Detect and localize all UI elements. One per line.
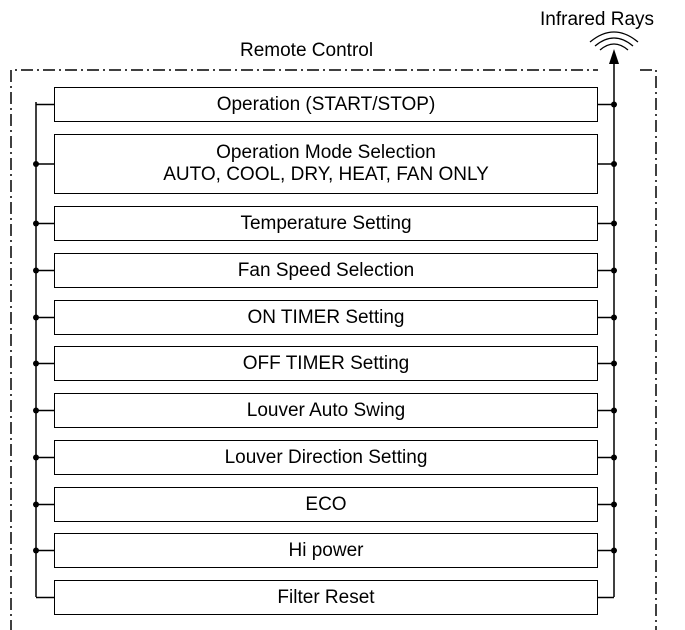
- function-box: Temperature Setting: [54, 206, 598, 241]
- left-junction-dot: [33, 267, 39, 274]
- function-box: Filter Reset: [54, 580, 598, 615]
- remote-control-title: Remote Control: [240, 40, 374, 61]
- function-label: Operation (START/STOP): [216, 93, 436, 115]
- function-box: Fan Speed Selection: [54, 253, 598, 288]
- left-junction-dot: [33, 161, 39, 167]
- output-arrowhead: [609, 49, 619, 64]
- infrared-waves-icon: [589, 31, 639, 51]
- left-junction-dot: [33, 314, 39, 321]
- function-label: Louver Direction Setting: [224, 446, 428, 468]
- function-label: ON TIMER Setting: [247, 306, 405, 328]
- right-junction-dot: [611, 360, 617, 367]
- function-box: Hi power: [54, 533, 598, 568]
- function-label: Louver Auto Swing: [246, 399, 406, 421]
- right-junction-dot: [611, 501, 617, 508]
- left-junction-dot: [33, 360, 39, 367]
- function-box: Louver Direction Setting: [54, 440, 598, 475]
- right-junction-dot: [611, 547, 617, 554]
- right-junction-dot: [611, 220, 617, 227]
- function-box: OFF TIMER Setting: [54, 346, 598, 381]
- left-junction-dot: [33, 501, 39, 508]
- left-junction-dot: [33, 547, 39, 554]
- function-label: Filter Reset: [277, 586, 375, 608]
- function-label: Fan Speed Selection: [237, 259, 415, 281]
- right-junction-dot: [611, 314, 617, 321]
- right-junction-dot: [611, 267, 617, 274]
- right-junction-dot: [611, 101, 617, 108]
- function-box: Operation (START/STOP): [54, 87, 598, 122]
- right-junction-dot: [611, 161, 617, 167]
- left-junction-dot: [33, 407, 39, 414]
- function-box: Louver Auto Swing: [54, 393, 598, 428]
- function-box: ON TIMER Setting: [54, 300, 598, 335]
- left-junction-dot: [33, 220, 39, 227]
- function-label: ECO: [305, 493, 347, 515]
- function-label: AUTO, COOL, DRY, HEAT, FAN ONLY: [163, 164, 489, 185]
- function-label: Operation Mode Selection: [216, 142, 436, 163]
- function-label: Hi power: [288, 539, 364, 561]
- remote-boundary: [10, 69, 657, 630]
- right-junction-dot: [611, 407, 617, 414]
- right-junction-dot: [611, 454, 617, 461]
- left-junction-dot: [33, 454, 39, 461]
- function-box: ECO: [54, 487, 598, 522]
- function-label: OFF TIMER Setting: [242, 352, 410, 374]
- function-label: Temperature Setting: [240, 212, 412, 234]
- infrared-rays-label: Infrared Rays: [540, 9, 655, 30]
